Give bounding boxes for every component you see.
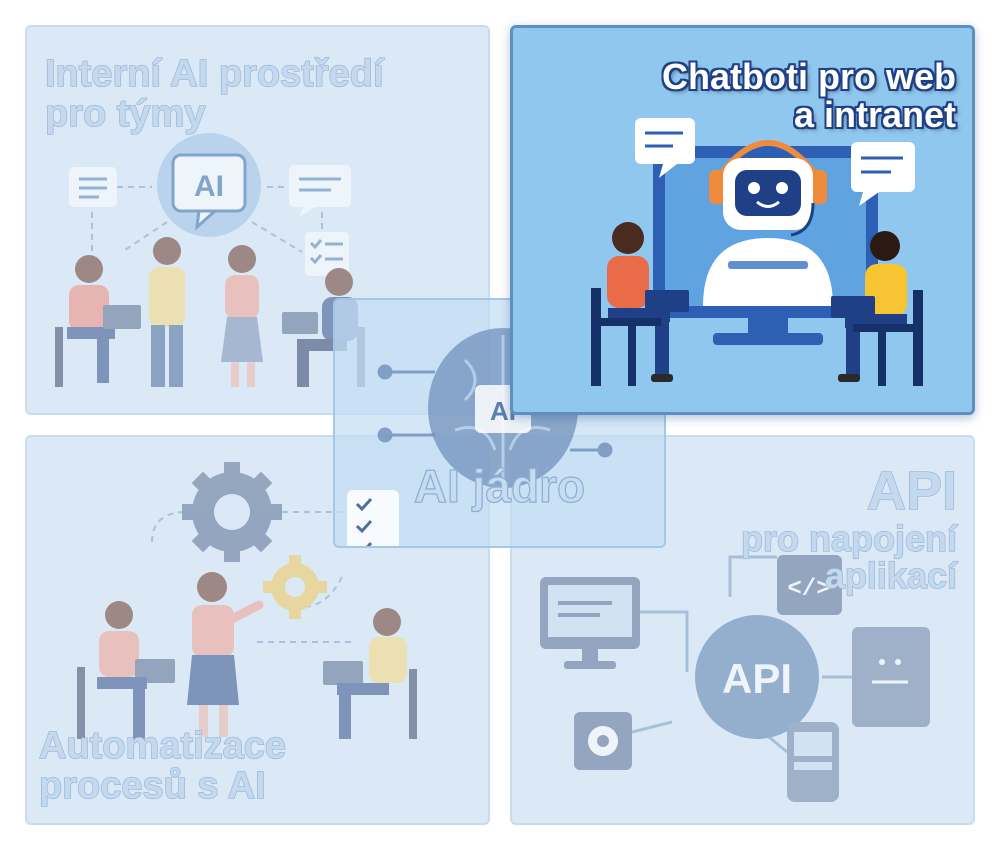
panel-internal-ai: Interní AI prostředí pro týmy AI <box>25 25 490 415</box>
person-standing-yellow <box>149 237 185 387</box>
person-sitting-yellow <box>323 608 417 739</box>
api-integration-illustration: </> API <box>540 555 930 802</box>
person-sitting-laptop-left <box>55 255 141 387</box>
team-collaboration-illustration: AI <box>55 133 365 387</box>
gear-small-icon <box>263 555 327 619</box>
panel-chatbots-title: Chatboti pro web a intranet <box>662 56 956 135</box>
robot-avatar-icon <box>703 140 833 306</box>
api-hub-icon: API <box>695 615 819 739</box>
person-standing-pointing <box>187 572 264 737</box>
settings-gear-icon <box>574 712 632 770</box>
man-sitting-laptop <box>831 231 923 386</box>
monitor-icon <box>540 577 640 669</box>
speech-bubble-left-icon <box>635 118 695 178</box>
svg-text:</>: </> <box>787 576 830 603</box>
panel-ai-core-title: AI jádro <box>413 460 586 512</box>
message-bubble-icon <box>289 165 351 207</box>
panel-api-title: API pro napojení aplikací <box>740 461 957 597</box>
automation-illustration <box>77 462 417 739</box>
person-standing-pink <box>221 245 263 387</box>
ai-badge-text: AI <box>194 170 224 203</box>
panel-ai-core: AI AI jádro <box>333 298 666 548</box>
panel-chatbots: Chatboti pro web a intranet <box>510 25 975 415</box>
panel-api: </> API API pro napojení aplikací <box>510 435 975 825</box>
svg-text:API: API <box>722 655 792 702</box>
woman-sitting-laptop <box>591 222 689 386</box>
ai-brain-illustration: AI <box>347 328 613 546</box>
checklist-icon <box>347 490 399 546</box>
chatbot-illustration <box>591 118 923 386</box>
server-icon <box>852 627 930 727</box>
mobile-phone-icon <box>787 722 839 802</box>
gear-large-icon <box>182 462 282 562</box>
speech-bubble-right-icon <box>851 142 915 206</box>
panel-internal-ai-title: Interní AI prostředí pro týmy <box>44 53 384 135</box>
person-sitting-laptop <box>77 601 175 739</box>
panel-automation: Automatizace procesů s AI <box>25 435 490 825</box>
code-window-icon: </> <box>777 555 842 615</box>
panel-automation-title: Automatizace procesů s AI <box>38 725 287 807</box>
